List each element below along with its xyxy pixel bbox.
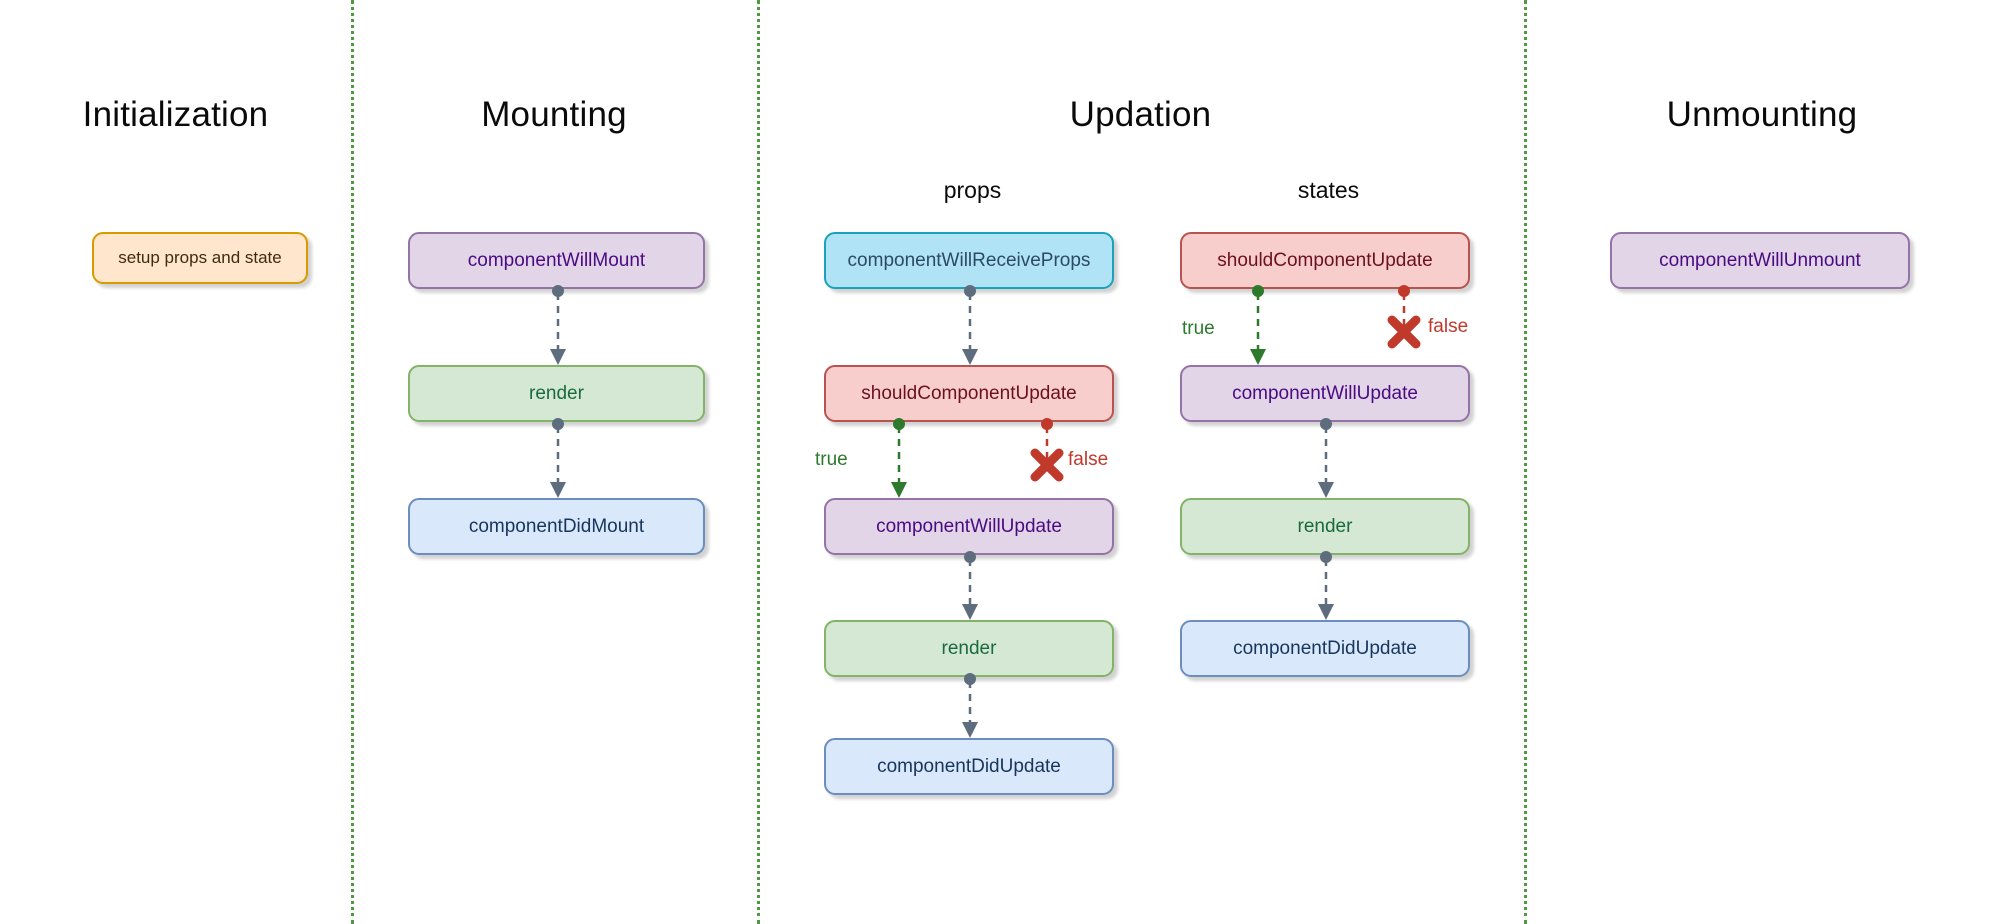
phase-title-mounting: Mounting — [481, 95, 627, 134]
subsection-title-states: states — [1297, 177, 1360, 203]
node-states-render[interactable]: render — [1180, 498, 1470, 555]
phase-title-unmounting: Unmounting — [1666, 95, 1858, 134]
branch-label-states-true: true — [1182, 318, 1215, 339]
connector-receive-props-to-should-update — [950, 285, 990, 368]
phase-title-updation: Updation — [1069, 95, 1212, 134]
node-props-render[interactable]: render — [824, 620, 1114, 677]
connector-props-true-branch — [879, 418, 919, 501]
connector-props-render-to-did-update — [950, 673, 990, 741]
branch-label-props-true: true — [815, 449, 848, 470]
divider-mounting-updation — [757, 0, 760, 924]
branch-label-props-false: false — [1068, 449, 1109, 470]
connector-states-will-update-to-render — [1306, 418, 1346, 501]
node-setup-props-and-state[interactable]: setup props and state — [92, 232, 308, 284]
node-states-should-component-update[interactable]: shouldComponentUpdate — [1180, 232, 1470, 289]
subsection-title-props: props — [943, 177, 1002, 203]
node-component-will-unmount[interactable]: componentWillUnmount — [1610, 232, 1910, 289]
x-cross-icon — [1030, 448, 1064, 482]
connector-props-false-branch — [1027, 418, 1087, 489]
connector-will-mount-to-render — [538, 285, 578, 368]
node-component-will-receive-props[interactable]: componentWillReceiveProps — [824, 232, 1114, 289]
node-props-component-will-update[interactable]: componentWillUpdate — [824, 498, 1114, 555]
connector-render-to-did-mount — [538, 418, 578, 501]
node-states-component-did-update[interactable]: componentDidUpdate — [1180, 620, 1470, 677]
x-cross-icon — [1387, 315, 1421, 349]
phase-title-initialization: Initialization — [82, 95, 269, 134]
connector-states-render-to-did-update — [1306, 551, 1346, 623]
divider-initialization-mounting — [351, 0, 354, 924]
node-states-component-will-update[interactable]: componentWillUpdate — [1180, 365, 1470, 422]
node-mounting-render[interactable]: render — [408, 365, 705, 422]
node-component-did-mount[interactable]: componentDidMount — [408, 498, 705, 555]
node-props-component-did-update[interactable]: componentDidUpdate — [824, 738, 1114, 795]
node-props-should-component-update[interactable]: shouldComponentUpdate — [824, 365, 1114, 422]
connector-states-false-branch — [1384, 285, 1444, 356]
node-component-will-mount[interactable]: componentWillMount — [408, 232, 705, 289]
connector-states-true-branch — [1238, 285, 1278, 368]
connector-props-will-update-to-render — [950, 551, 990, 623]
divider-updation-unmounting — [1524, 0, 1527, 924]
branch-label-states-false: false — [1428, 316, 1469, 337]
